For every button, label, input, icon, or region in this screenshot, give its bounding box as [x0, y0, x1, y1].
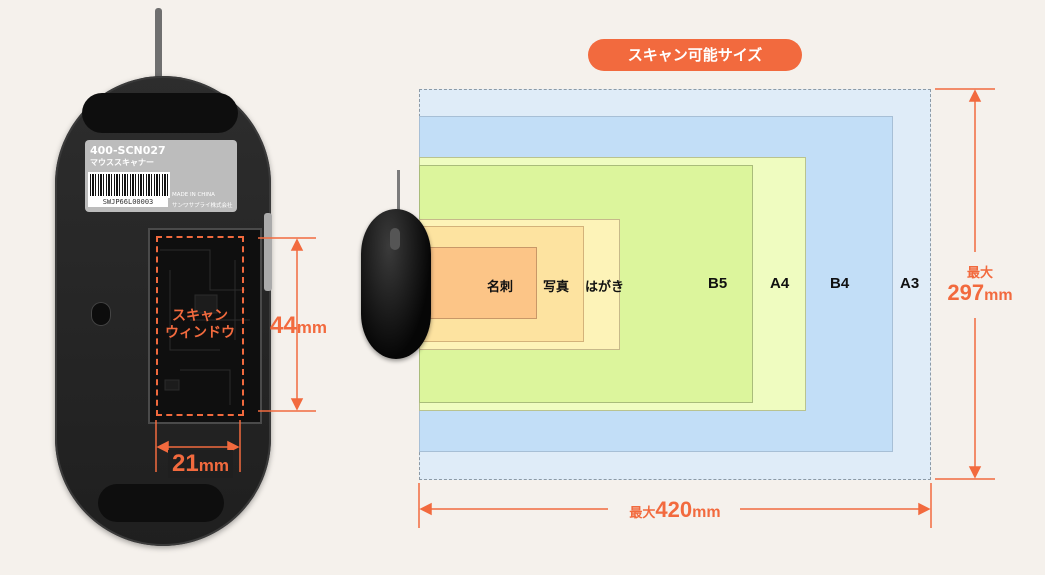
label-b5: B5: [708, 275, 728, 292]
label-model-kana: マウススキャナー: [90, 158, 154, 167]
width-dimension-label: 21mm: [168, 450, 233, 478]
circuit-board-icon: [160, 249, 250, 405]
scan-sizes-title: スキャン可能サイズ: [588, 39, 802, 71]
mouse-foot-top: [82, 93, 238, 133]
mouse-foot-bottom: [98, 484, 224, 522]
scan-window-label: スキャン ウィンドウ: [165, 308, 235, 341]
label-a4: A4: [770, 275, 790, 292]
scroll-wheel-icon: [390, 228, 400, 250]
label-business-card: 名刺: [487, 280, 514, 295]
paper-business-card: [419, 247, 537, 319]
scan-area-outline: [156, 236, 244, 416]
mouse-cable: [155, 8, 162, 88]
label-photo: 写真: [543, 280, 570, 295]
max-width-label: 最大420mm: [629, 497, 721, 522]
screw-hole-icon: [91, 302, 111, 326]
label-model: 400-SCN027: [90, 144, 166, 157]
label-maker: サンワサプライ株式会社: [172, 203, 233, 209]
label-a3: A3: [900, 275, 920, 292]
mini-mouse-cable: [397, 170, 400, 218]
side-button: [264, 213, 272, 291]
label-b4: B4: [830, 275, 850, 292]
label-serial: SWJP66L00003: [88, 197, 168, 207]
label-postcard: はがき: [585, 280, 625, 295]
label-made-in: MADE IN CHINA: [172, 192, 215, 198]
height-dimension-label: 44mm: [270, 312, 327, 339]
max-height-label: 最大 297mm: [947, 266, 1013, 305]
